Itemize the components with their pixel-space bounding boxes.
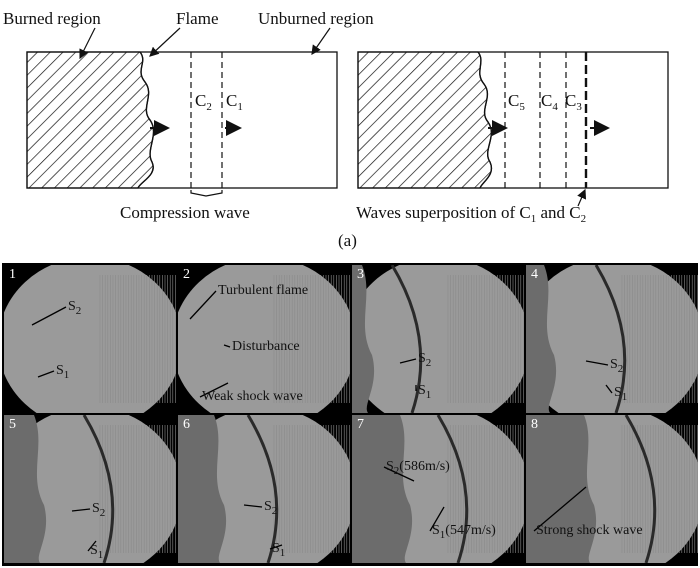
frame-annotation: S2 <box>264 499 278 517</box>
viewing-window <box>4 415 176 563</box>
shock-wave-arc <box>624 415 657 563</box>
frame-annotation: S2(586m/s) <box>386 459 450 477</box>
unburned-region-label: Unburned region <box>258 9 374 28</box>
frame-7-image <box>352 415 524 563</box>
wave-label-c5: C5 <box>508 91 525 113</box>
frame-number: 2 <box>183 267 190 282</box>
superposition-pointer-arrow <box>577 188 587 207</box>
frame-annotation: S1 <box>90 543 104 561</box>
flame-zone <box>526 265 557 413</box>
annotation-arrow <box>189 290 217 320</box>
frame-number: 4 <box>531 267 538 282</box>
annotation-arrow <box>71 508 91 512</box>
left-flame-front <box>137 51 155 189</box>
annotation-arrow <box>243 504 263 508</box>
frame-annotation: Turbulent flame <box>218 283 309 298</box>
annotation-arrow <box>399 358 417 364</box>
frame-annotation: S2 <box>610 357 624 375</box>
panel-label: (a) <box>338 231 357 250</box>
viewing-window <box>352 265 524 413</box>
frame-number: 5 <box>9 417 16 432</box>
frame-number: 1 <box>9 267 16 282</box>
flame-zone <box>352 415 413 563</box>
viewing-window <box>526 265 698 413</box>
annotation-arrow <box>585 360 609 366</box>
frame-annotation: S2 <box>92 501 106 519</box>
flame-zone <box>4 415 47 563</box>
compression-brace <box>190 190 223 197</box>
schematic-diagram <box>26 27 669 207</box>
annotation-arrow <box>429 506 445 532</box>
right-flame-front <box>477 51 493 189</box>
frame-annotation: Disturbance <box>232 339 300 354</box>
frame-annotation: S2 <box>418 351 432 369</box>
frame-3-image <box>352 265 524 413</box>
wave-label-c3: C3 <box>565 91 582 113</box>
shock-wave-arc <box>390 265 423 413</box>
frame-number: 8 <box>531 417 538 432</box>
burned-region-label: Burned region <box>3 9 101 28</box>
frame-6-image <box>178 415 350 563</box>
flame-label: Flame <box>176 9 219 28</box>
annotation-arrow <box>533 486 587 532</box>
annotation-arrow <box>37 370 55 378</box>
frame-annotation: Weak shock wave <box>202 389 303 404</box>
frame-5-image <box>4 415 176 563</box>
annotation-arrow <box>31 306 67 326</box>
frame-annotation: S2 <box>68 299 82 317</box>
frame-1-image <box>4 265 176 413</box>
viewing-window <box>4 265 176 413</box>
frame-number: 7 <box>357 417 364 432</box>
annotation-arrow <box>605 384 613 394</box>
frame-annotation: S1 <box>272 541 286 559</box>
unburned-pointer-arrow <box>311 27 331 55</box>
frame-annotation: Strong shock wave <box>536 523 643 538</box>
flame-zone <box>352 265 375 413</box>
frame-annotation: S1(547m/s) <box>432 523 496 541</box>
shock-wave-arc <box>246 415 279 563</box>
frame-8-image <box>526 415 698 563</box>
burned-pointer-arrow <box>79 27 96 60</box>
frame-2-image <box>178 265 350 413</box>
wave-label-c1: C1 <box>226 91 243 113</box>
wave-label-c4: C4 <box>541 91 558 113</box>
frame-annotation: S1 <box>56 363 70 381</box>
flame-zone <box>178 415 227 563</box>
superposition-caption: Waves superposition of C1 and C2 <box>356 203 587 225</box>
frame-annotation: S1 <box>614 385 628 403</box>
frame-number: 3 <box>357 267 364 282</box>
shock-wave-arc <box>594 265 627 413</box>
annotation-arrow <box>269 544 283 550</box>
viewing-window <box>178 265 350 413</box>
annotation-arrow <box>223 344 231 348</box>
wave-label-c2: C2 <box>195 91 212 113</box>
frame-number: 6 <box>183 417 190 432</box>
compression-wave-caption: Compression wave <box>120 203 250 222</box>
annotation-arrow <box>87 540 97 552</box>
frame-annotation: S1 <box>418 383 432 401</box>
annotation-arrow <box>383 466 415 482</box>
flame-pointer-arrow <box>149 27 181 57</box>
shock-wave-arc <box>82 415 115 563</box>
shock-wave-arc <box>436 415 469 563</box>
flame-zone <box>526 415 597 563</box>
annotation-arrow <box>199 382 229 398</box>
frame-4-image <box>526 265 698 413</box>
